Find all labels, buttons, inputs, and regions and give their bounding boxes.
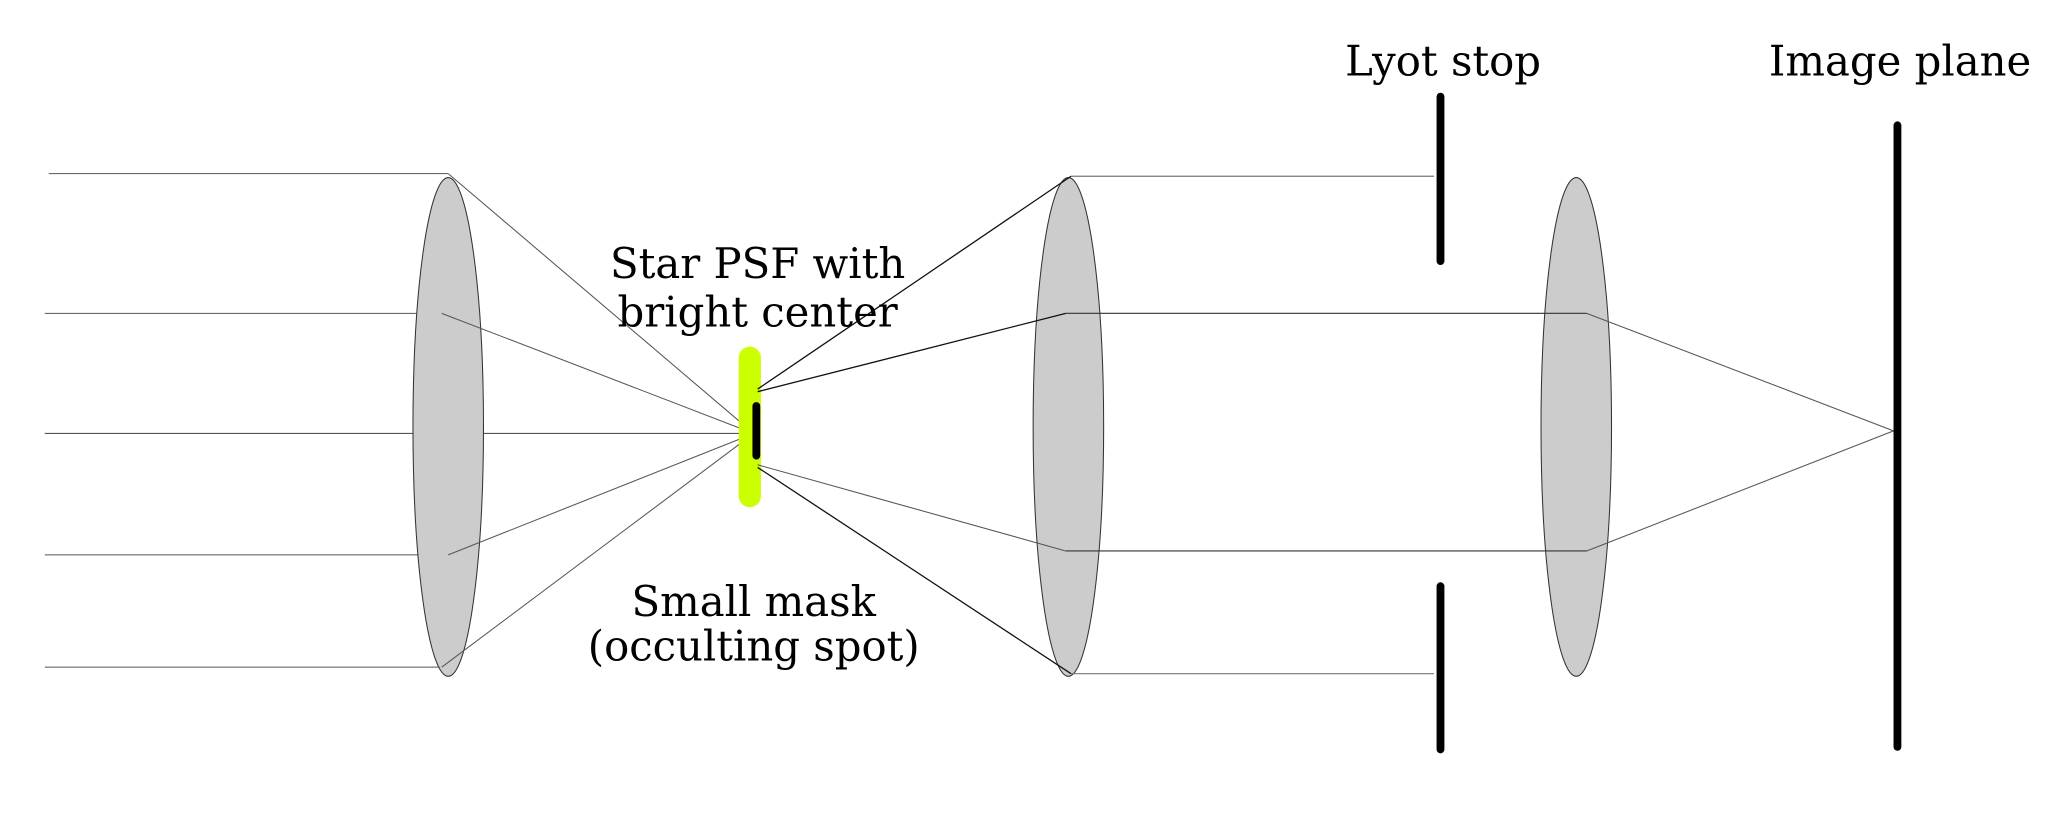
collimated-rays bbox=[1065, 175, 1587, 675]
psf-label-line2: bright center bbox=[618, 287, 898, 336]
converging-rays bbox=[441, 173, 755, 668]
incoming-rays bbox=[44, 173, 754, 668]
lyot-stop-label: Lyot stop bbox=[1345, 37, 1541, 86]
diverging-rays bbox=[757, 175, 1072, 675]
focusing-rays bbox=[1586, 312, 1894, 552]
psf-label-line1: Star PSF with bbox=[610, 239, 905, 288]
mask-label-line1: Small mask bbox=[632, 577, 877, 626]
lens-3 bbox=[1540, 177, 1613, 677]
lens-2 bbox=[1032, 177, 1105, 677]
image-plane-label: Image plane bbox=[1769, 37, 2031, 86]
mask-label-line2: (occulting spot) bbox=[588, 622, 920, 671]
lens-1 bbox=[412, 177, 485, 677]
